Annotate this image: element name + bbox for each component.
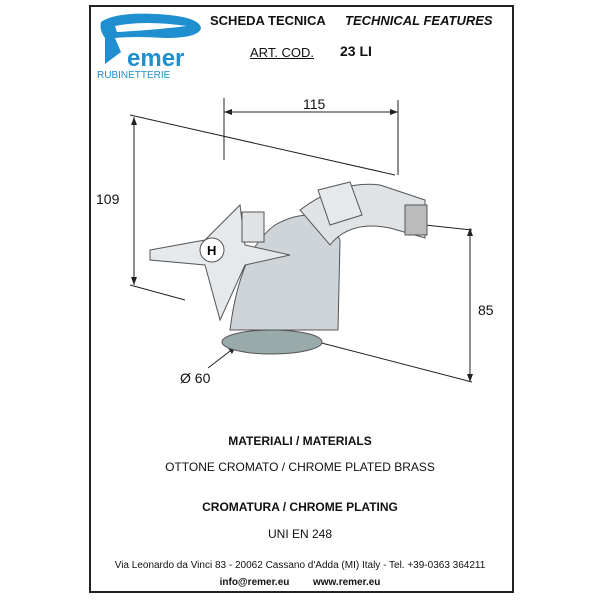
- dimension-spout-height: 85: [478, 302, 494, 318]
- svg-text:H: H: [207, 243, 216, 258]
- materials-heading: MATERIALI / MATERIALS: [228, 434, 372, 448]
- remer-logo: emer RUBINETTERIE: [95, 8, 207, 81]
- plating-heading: CROMATURA / CHROME PLATING: [202, 500, 398, 514]
- svg-text:RUBINETTERIE: RUBINETTERIE: [97, 70, 171, 80]
- dimension-height: 109: [96, 191, 120, 207]
- title-italian: SCHEDA TECNICA: [210, 13, 326, 28]
- art-code-label: ART. COD.: [250, 45, 315, 60]
- title-english: TECHNICAL FEATURES: [345, 13, 493, 28]
- materials-value: OTTONE CROMATO / CHROME PLATED BRASS: [165, 460, 435, 474]
- art-code-value: 23 LI: [340, 43, 372, 59]
- dimension-width: 115: [303, 96, 326, 112]
- footer-email[interactable]: info@remer.eu: [219, 577, 290, 588]
- dimension-diameter: Ø 60: [180, 370, 211, 386]
- technical-drawing: H: [129, 98, 473, 383]
- faucet-illustration: H: [149, 181, 428, 355]
- footer-address: Via Leonardo da Vinci 83 - 20062 Cassano…: [114, 560, 486, 571]
- document-frame: [89, 5, 514, 593]
- footer-website[interactable]: www.remer.eu: [312, 577, 381, 588]
- footer-contacts: info@remer.eu www.remer.eu: [0, 577, 600, 588]
- svg-text:emer: emer: [127, 45, 184, 72]
- plating-value: UNI EN 248: [267, 527, 333, 541]
